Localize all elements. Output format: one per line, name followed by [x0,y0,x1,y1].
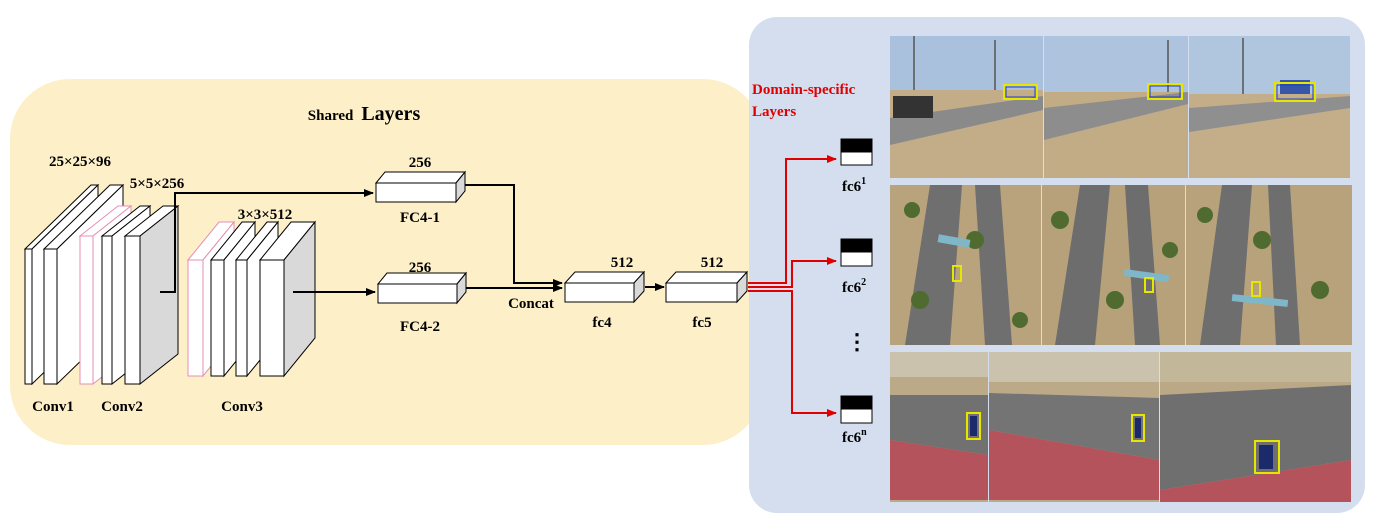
tracking-box [1251,281,1261,297]
fc4-box [563,270,646,304]
shared-layers-title: Shared Layers [308,103,421,125]
branch-arrow-2 [748,257,837,288]
fc4-1-box [374,170,467,204]
conv3-slab [258,220,317,378]
fc6-1-label: fc61 [842,176,866,195]
conv1-dims: 25×25×96 [49,154,112,170]
conv3-block [186,220,317,378]
fc4-1-dim: 256 [409,155,432,171]
image-strip-vehicles [890,36,1350,178]
photo-aerial-1 [890,185,1041,345]
fc6-output-2 [840,238,873,267]
concat-label: Concat [508,296,554,312]
fc4-dim: 512 [611,255,634,271]
conv2-to-fc4-1-arrow [160,189,374,293]
conv2-slab [123,204,180,386]
fc6-n-label: fc6n [842,427,867,446]
fc4-1-label: FC4-1 [400,210,440,226]
branch-arrow-1 [748,155,837,284]
fc4-1-to-fc4-arrow [465,184,563,287]
fc4-2-label: FC4-2 [400,319,440,335]
fc5-dim: 512 [701,255,724,271]
fc4-2-dim: 256 [409,260,432,276]
fc6-output-n [840,395,873,424]
tracking-box [952,265,962,282]
conv2-block [78,204,180,386]
conv1-label: Conv1 [32,399,74,415]
tracking-box [1144,277,1154,293]
domain-specific-title-line2: Layers [752,104,796,120]
conv2-label: Conv2 [101,399,143,415]
photo-aerial-2 [1042,185,1185,345]
fc5-label: fc5 [692,315,711,331]
conv3-label: Conv3 [221,399,263,415]
photo-pedestrian-3 [1160,352,1351,502]
tracking-box [1254,440,1280,474]
image-strip-pedestrians [890,352,1351,502]
photo-vehicles-2 [1044,36,1188,178]
fc6-2-label: fc62 [842,277,866,296]
domain-specific-title: Domain-specific [752,82,856,98]
tracking-box [1274,82,1316,102]
fc4-2-box [376,271,468,305]
photo-pedestrian-1 [890,352,988,502]
fc5-box [664,270,749,304]
ellipsis: ⋮ [846,329,868,354]
tracking-box [1003,84,1038,100]
tracking-box [1131,414,1145,442]
tracking-box [966,412,981,440]
photo-pedestrian-2 [989,352,1159,502]
photo-vehicles-1 [890,36,1043,178]
conv3-dims: 3×3×512 [238,207,293,223]
fc6-output-1 [840,138,873,166]
branch-arrow-n [748,290,837,417]
fc4-label: fc4 [592,315,612,331]
image-strip-aerial [890,185,1352,345]
conv2-dims: 5×5×256 [130,176,185,192]
tracking-box [1147,83,1183,100]
branch-arrows [748,155,837,417]
photo-aerial-3 [1186,185,1352,345]
photo-vehicles-3 [1189,36,1350,178]
